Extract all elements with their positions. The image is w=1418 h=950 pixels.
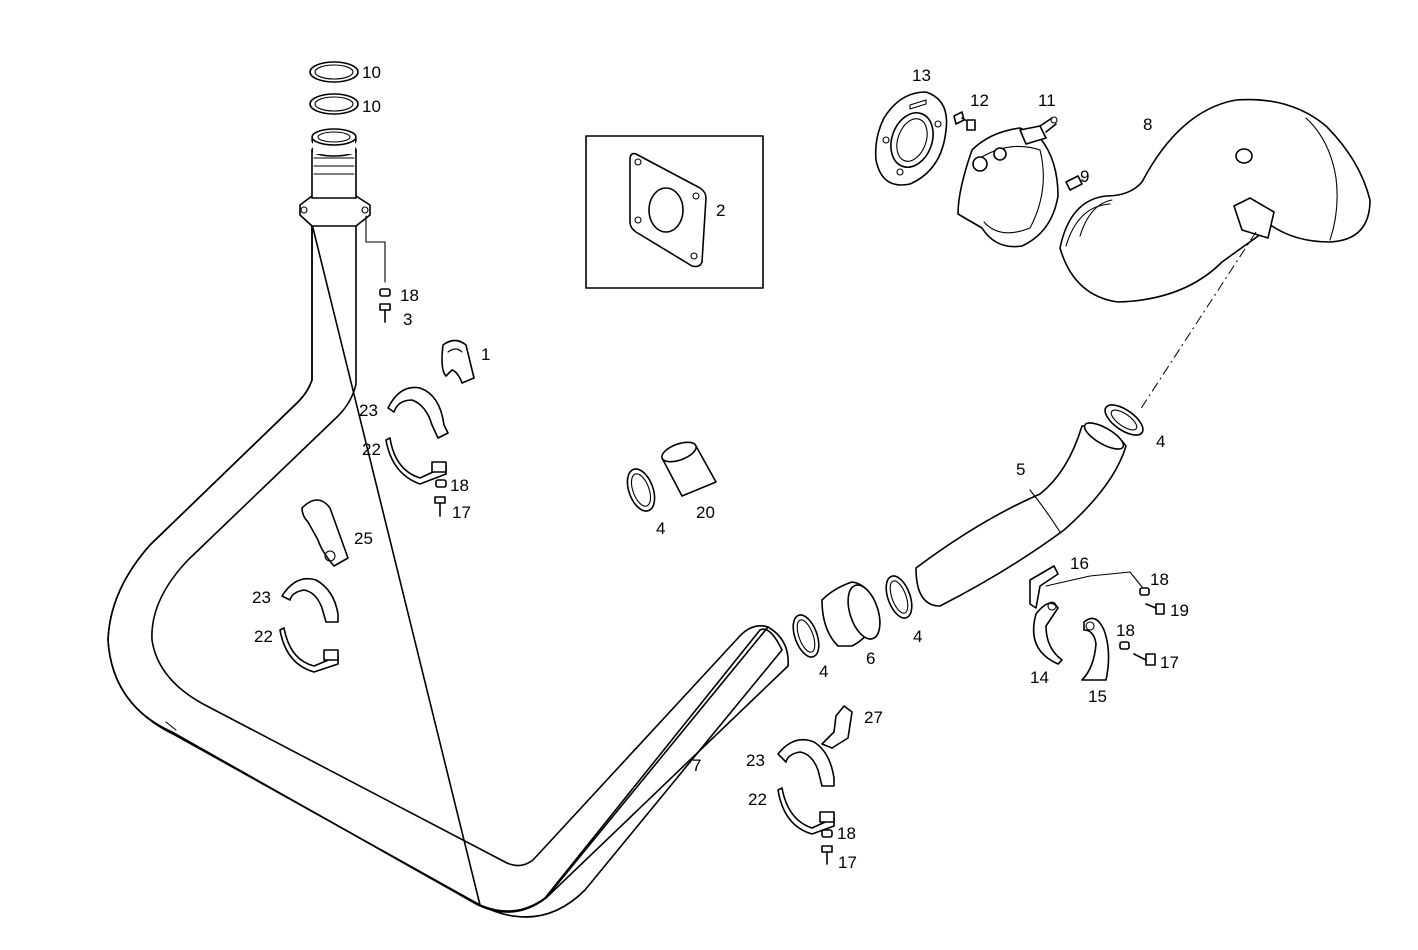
part-6-sleeve	[821, 581, 881, 647]
label-part-14: 14	[1030, 668, 1049, 687]
label-part-22-b: 22	[254, 627, 273, 646]
part-11-valve-body	[957, 116, 1059, 248]
part-17-bolt-c	[821, 845, 833, 865]
part-14-strap	[1032, 601, 1063, 665]
label-part-4-d: 4	[819, 662, 828, 681]
label-part-9: 9	[1080, 167, 1089, 186]
label-part-5: 5	[1016, 460, 1025, 479]
label-part-4-a: 4	[656, 519, 665, 538]
label-part-4-b: 4	[1156, 432, 1165, 451]
part-13-flange	[874, 91, 948, 186]
label-part-13: 13	[912, 66, 931, 85]
part-4-clamp-ring-d	[792, 614, 820, 658]
label-part-15: 15	[1088, 687, 1107, 706]
label-part-18-c: 18	[1150, 570, 1169, 589]
label-part-17-a: 17	[452, 503, 471, 522]
part-18-nut-a	[379, 288, 391, 297]
part-22-clamp-a	[385, 437, 447, 485]
label-part-18-e: 18	[837, 824, 856, 843]
label-part-22-a: 22	[362, 440, 381, 459]
label-part-19: 19	[1170, 601, 1189, 620]
label-part-18-a: 18	[400, 286, 419, 305]
part-25-bracket	[301, 499, 349, 567]
part-4-clamp-ring-a	[626, 468, 656, 512]
part-9-pin	[1065, 175, 1083, 191]
label-part-17-c: 17	[838, 853, 857, 872]
label-part-7: 7	[692, 756, 701, 775]
part-3-bolt	[379, 303, 391, 323]
part-18-nut-d	[1119, 641, 1130, 650]
label-part-3: 3	[403, 310, 412, 329]
label-part-18-b: 18	[450, 476, 469, 495]
part-10-ring-top	[309, 61, 359, 83]
label-part-8: 8	[1143, 115, 1152, 134]
part-18-nut-c	[1139, 587, 1150, 596]
label-part-17-b: 17	[1160, 653, 1179, 672]
label-part-23-b: 23	[252, 588, 271, 607]
part-16-bracket	[1029, 565, 1147, 609]
part-7-main-pipe	[107, 223, 789, 918]
part-23-clamp-a	[387, 386, 449, 439]
part-2-gasket-box	[585, 135, 764, 289]
part-1-bracket	[441, 339, 475, 384]
label-part-2: 2	[716, 201, 725, 220]
label-part-1: 1	[481, 345, 490, 364]
label-part-11: 11	[1038, 91, 1056, 110]
label-part-18-d: 18	[1116, 621, 1135, 640]
part-18-nut-b	[435, 479, 447, 488]
part-15-strap	[1081, 617, 1110, 681]
label-part-23-a: 23	[359, 401, 378, 420]
part-23-clamp-c	[777, 738, 835, 787]
label-part-6: 6	[866, 649, 875, 668]
part-17-bolt-b	[1133, 653, 1156, 666]
part-4-clamp-ring-c	[885, 575, 913, 619]
part-22-clamp-b	[279, 627, 339, 673]
pipe-flange	[299, 128, 371, 227]
label-part-22-c: 22	[748, 790, 767, 809]
label-part-20: 20	[696, 503, 715, 522]
label-part-4-c: 4	[913, 627, 922, 646]
label-part-23-c: 23	[746, 751, 765, 770]
part-10-ring-bottom	[309, 93, 359, 115]
part-19-bolt	[1145, 603, 1165, 615]
label-part-16: 16	[1070, 554, 1089, 573]
part-18-nut-e	[821, 829, 833, 838]
part-17-bolt-a	[434, 496, 446, 517]
label-part-27: 27	[864, 708, 883, 727]
part-27-bracket	[821, 705, 853, 749]
part-4-gasket-ring-b	[1104, 404, 1144, 436]
centerline-8-to-4	[1139, 231, 1257, 411]
part-5-pipe	[915, 422, 1127, 607]
part-22-clamp-c	[777, 787, 835, 835]
label-part-25: 25	[354, 529, 373, 548]
leader-flange-bolt	[365, 215, 386, 283]
part-20-sleeve	[661, 441, 717, 497]
part-12-bolt	[953, 111, 976, 131]
part-23-clamp-b	[281, 577, 339, 623]
part-8-elbow	[1059, 98, 1371, 303]
label-part-12: 12	[970, 91, 989, 110]
label-part-10-b: 10	[362, 97, 381, 116]
label-part-10-a: 10	[362, 63, 381, 82]
